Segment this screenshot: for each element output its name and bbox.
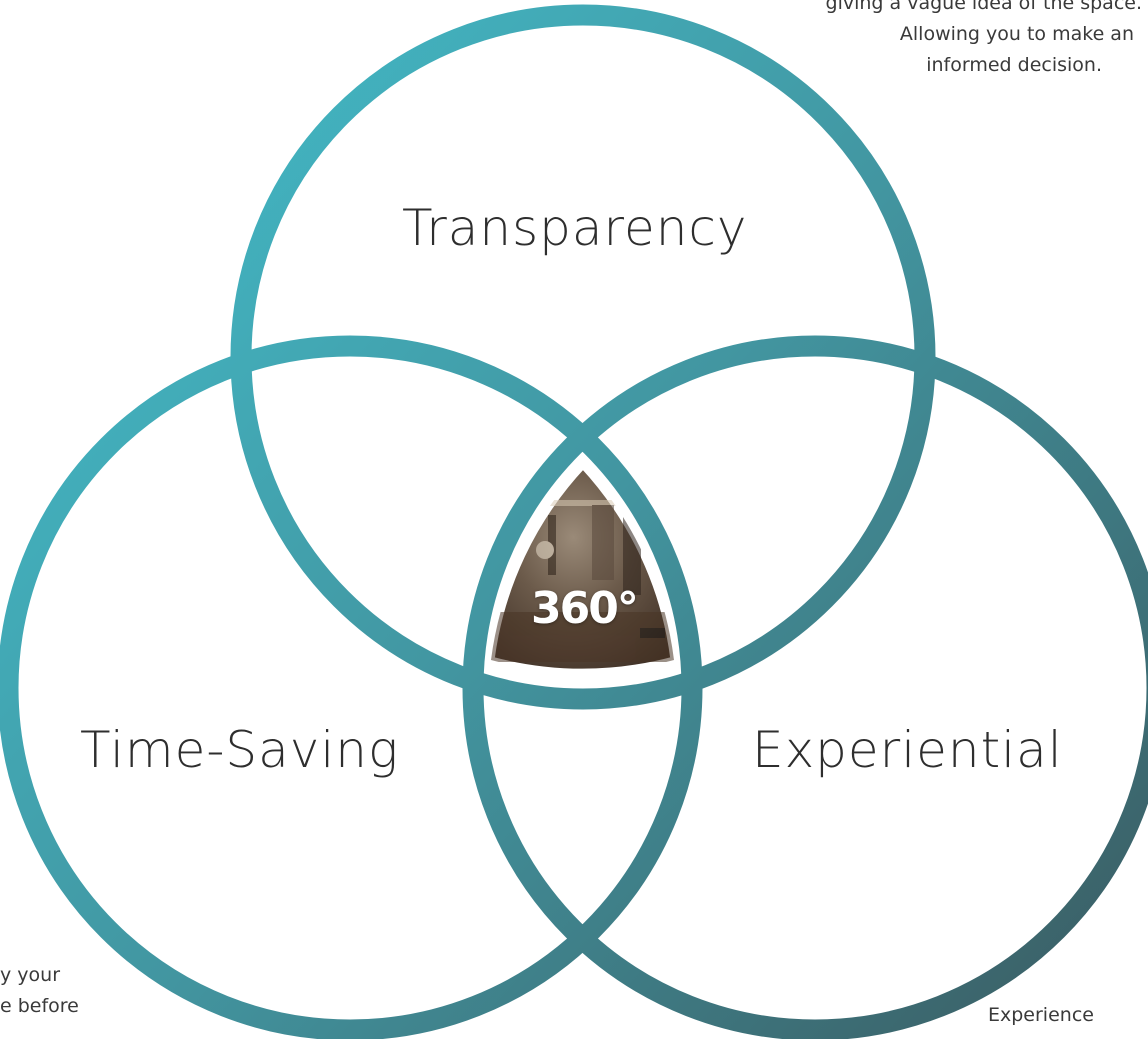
time-saving-label: Time-Saving — [80, 721, 399, 779]
center-360-label: 360° — [531, 583, 639, 634]
note-line: y your — [0, 964, 61, 986]
bottom-right-note: Experience — [988, 1000, 1094, 1031]
circle-experiential — [462, 335, 1148, 1039]
note-line: informed decision. — [926, 54, 1102, 76]
note-line: Experience — [988, 1004, 1094, 1026]
bottom-left-note: y your e before — [0, 960, 120, 1022]
note-line: giving a vague idea of the space. — [825, 0, 1142, 14]
center-photo — [487, 461, 678, 676]
top-right-note: giving a vague idea of the space. Allowi… — [722, 0, 1142, 81]
circle-time-saving — [0, 335, 703, 1039]
experiential-label: Experiential — [752, 721, 1063, 779]
note-line: e before — [0, 995, 79, 1017]
transparency-label: Transparency — [402, 199, 748, 257]
note-line: Allowing you to make an — [899, 23, 1134, 45]
